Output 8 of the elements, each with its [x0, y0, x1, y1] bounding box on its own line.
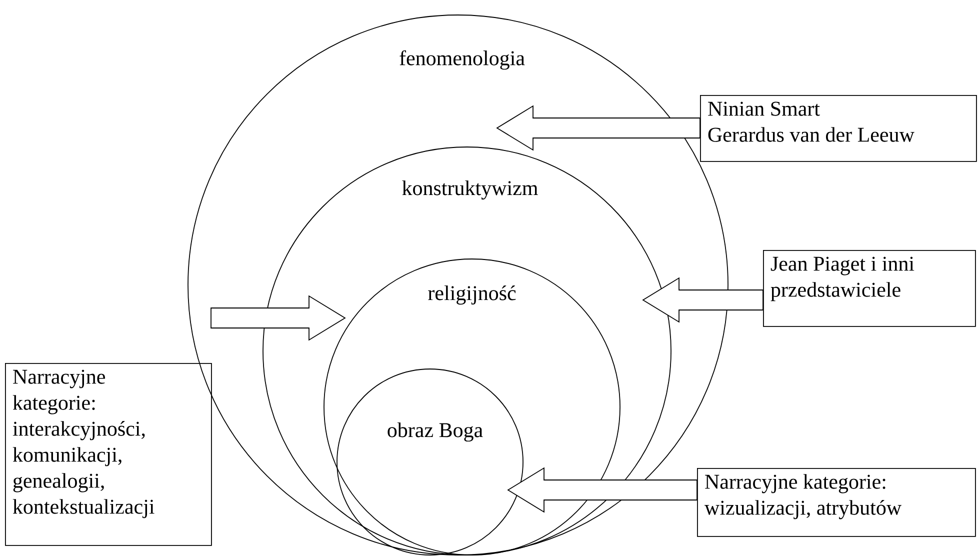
text-box: Ninian Smart Gerardus van der Leeuw [700, 95, 977, 162]
block-arrow [496, 105, 700, 151]
text-box: Narracyjne kategorie: interakcyjności, komunikacji, genealogii, kontekstualizacji [5, 363, 212, 546]
text-box: Narracyjne kategorie: wizualizacji, atrybutów [697, 468, 976, 537]
block-arrow [210, 295, 346, 341]
block-arrow [507, 467, 698, 513]
text-box: Jean Piaget i inni przedstawiciele [763, 250, 976, 327]
block-arrow [642, 277, 764, 323]
